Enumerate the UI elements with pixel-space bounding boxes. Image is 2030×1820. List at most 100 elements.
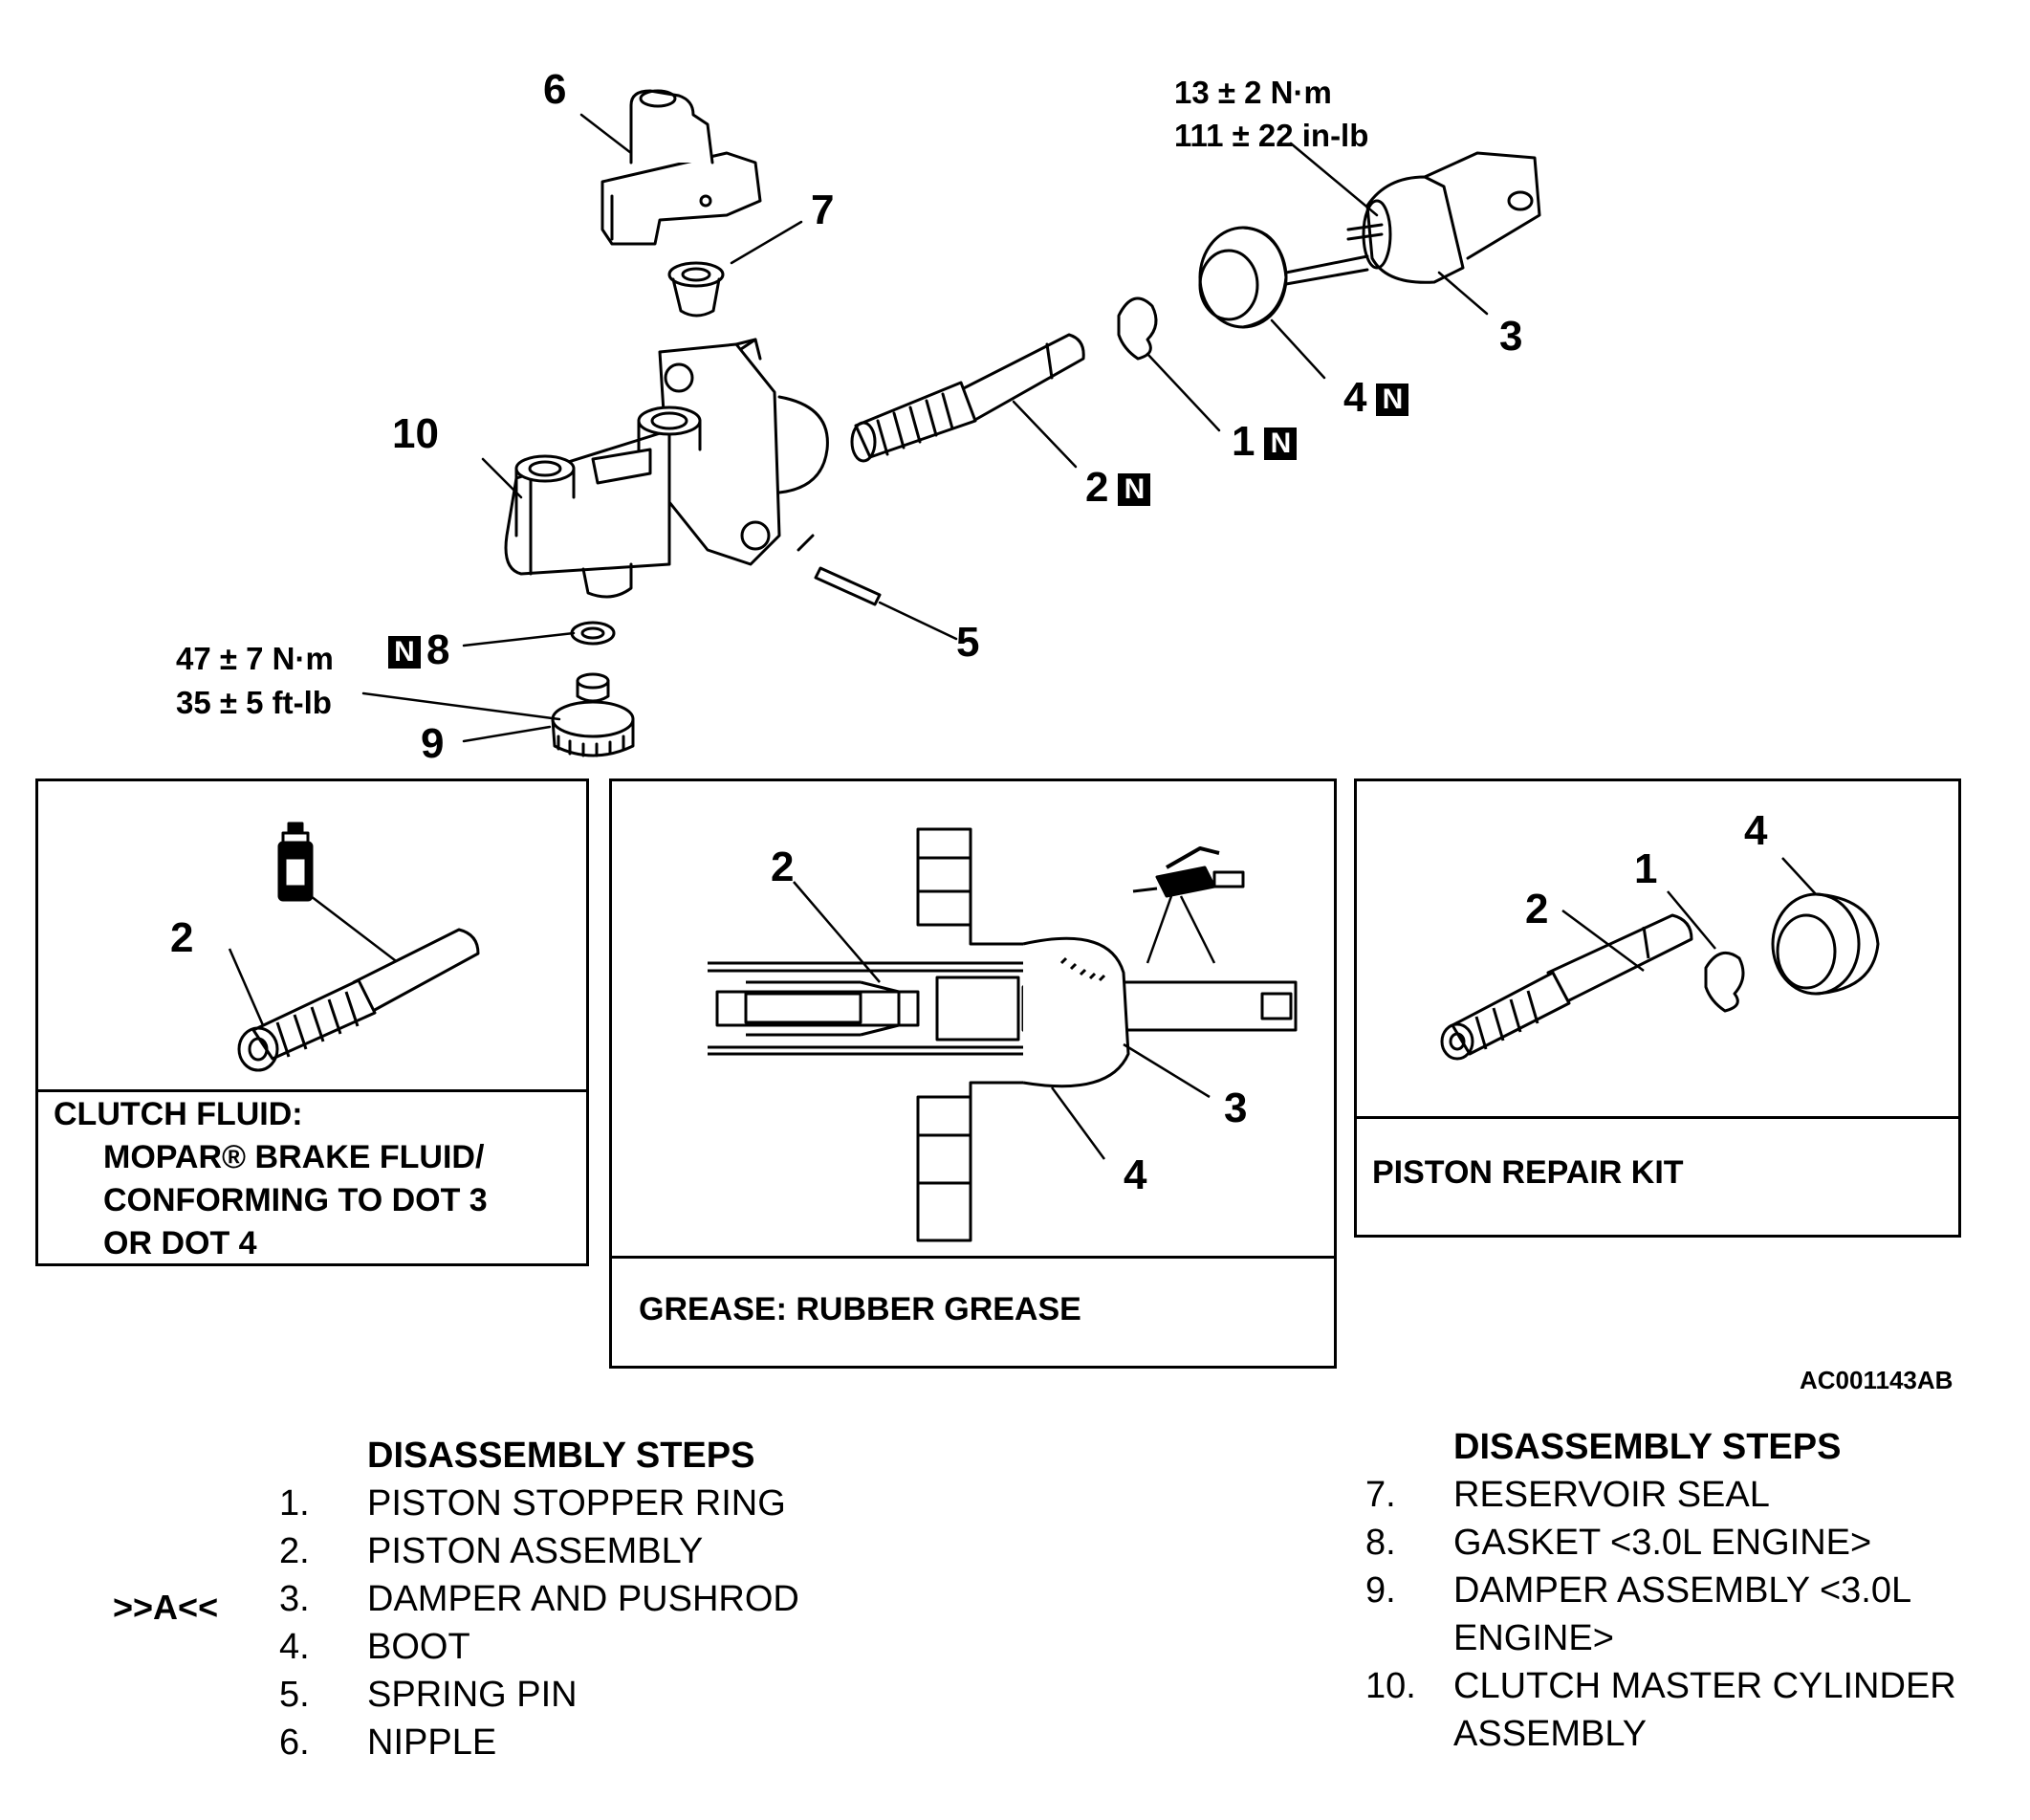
step-number: 7. [1365,1475,1396,1515]
new-part-mark: N [1264,428,1298,461]
callout-8: 8 [426,626,450,673]
kit-callout-2: 2 [1525,886,1549,932]
grease-caption: GREASE: RUBBER GREASE [639,1291,1081,1327]
grease-callout-3: 3 [1224,1085,1248,1131]
kit-panel-divider [1357,1116,1958,1119]
step-label: PISTON STOPPER RING [367,1483,786,1524]
kit-callout-1: 1 [1634,845,1658,892]
step-item: 8. GASKET <3.0L ENGINE> [1365,1519,1956,1567]
callout-1: 1 [1232,418,1255,465]
callout-3: 3 [1499,313,1523,360]
step-number: 9. [1365,1570,1396,1611]
step-label: NIPPLE [367,1722,497,1763]
piston-assembly-part [850,333,1085,463]
callout-6: 6 [543,66,567,113]
exploded-view-illustration [361,89,1541,757]
new-part-mark: N [1118,473,1151,507]
kit-boot-illustration [1771,892,1880,996]
step-label: PISTON ASSEMBLY [367,1531,704,1571]
callout-10: 10 [392,410,439,457]
damper-assembly-part [551,672,635,757]
callout-4: 4 [1343,374,1367,421]
step-item: 6. NIPPLE [279,1719,799,1766]
grease-panel: 2 3 4 GREASE: RUBBER GREASE [609,778,1337,1369]
fluid-caption-line: CLUTCH FLUID: [54,1096,303,1132]
kit-caption: PISTON REPAIR KIT [1372,1154,1684,1191]
fluid-bottle-icon [277,822,314,902]
step-item: 9. DAMPER ASSEMBLY <3.0L [1365,1567,1956,1614]
fluid-caption-line: OR DOT 4 [103,1225,257,1261]
step-label: RESERVOIR SEAL [1453,1475,1770,1515]
step-label: ASSEMBLY [1453,1714,1648,1754]
step-item: 5. SPRING PIN [279,1671,799,1719]
callout-9: 9 [421,720,445,767]
step-item: 10. CLUTCH MASTER CYLINDER [1365,1662,1956,1710]
step-number: 1. [279,1483,310,1524]
callout-2: 2 [1085,464,1109,511]
step-number: 3. [279,1579,310,1619]
callout-7: 7 [811,186,835,233]
figure-code: AC001143AB [1800,1366,1954,1394]
nipple-part [600,89,762,246]
step-label: SPRING PIN [367,1675,578,1715]
grease-callout-4: 4 [1124,1151,1147,1198]
step-number: 6. [279,1722,310,1763]
piston-stopper-ring-part [1117,296,1158,361]
kit-panel: 2 1 4 PISTON REPAIR KIT [1354,778,1961,1238]
new-part-mark: N [1376,384,1409,417]
steps-title: DISASSEMBLY STEPS [367,1436,755,1476]
step-label: CLUTCH MASTER CYLINDER [1453,1666,1956,1706]
steps-title: DISASSEMBLY STEPS [1453,1427,1842,1467]
torque-spec-bottom-metric: 47 ± 7 N·m [176,641,334,676]
torque-spec-top-metric: 13 ± 2 N·m [1174,75,1332,110]
step-label: ENGINE> [1453,1618,1614,1658]
fluid-callout-2: 2 [170,914,194,961]
damper-pushrod-part [1346,151,1541,284]
step-item-continued: ENGINE> [1365,1614,1956,1662]
grease-section-illustration [708,827,1298,1242]
disassembly-steps-right: DISASSEMBLY STEPS 7. RESERVOIR SEAL 8. GAS… [1365,1423,1956,1758]
torque-spec-top-imperial: 111 ± 22 in-lb [1174,118,1369,153]
fluid-panel: 2 CLUTCH FLUID: MOPAR® BRAKE FLUID/ CONF… [35,778,589,1266]
grease-callout-2: 2 [771,844,795,890]
step-item: 1. PISTON STOPPER RING [279,1480,799,1527]
kit-illustration [1440,857,1880,1061]
step-label: DAMPER AND PUSHROD [367,1579,799,1619]
step-number: 5. [279,1675,310,1715]
step-number: 4. [279,1627,310,1667]
new-part-mark: N [388,636,421,669]
step-item: 4.BOOT [279,1623,799,1671]
fluid-piston-illustration [237,928,480,1072]
torque-spec-bottom-imperial: 35 ± 5 ft-lb [176,685,332,720]
leader-lines [361,113,1489,743]
fluid-caption-line: MOPAR® BRAKE FLUID/ [103,1139,485,1175]
kit-stopper-ring-illustration [1704,951,1745,1013]
gasket-part [570,621,616,646]
step-item: 2. PISTON ASSEMBLY [279,1527,799,1575]
fluid-caption: CLUTCH FLUID: MOPAR® BRAKE FLUID/ CONFOR… [54,1093,488,1265]
step-number: 2. [279,1531,310,1571]
step-label: DAMPER ASSEMBLY <3.0L [1453,1570,1912,1611]
fluid-caption-line: CONFORMING TO DOT 3 [103,1182,488,1218]
kit-callout-4: 4 [1744,807,1768,854]
reservoir-seal-part [667,261,725,318]
kit-piston-illustration [1440,913,1693,1061]
step-number: 10. [1365,1666,1416,1706]
fluid-panel-divider [38,1089,586,1092]
master-cylinder-part [504,338,829,599]
boot-part [1198,226,1369,329]
step-label: GASKET <3.0L ENGINE> [1453,1523,1872,1563]
spring-pin-part [814,566,882,606]
service-point-marker: >>A<< [113,1588,219,1627]
grease-panel-divider [612,1256,1334,1259]
step-item: 7. RESERVOIR SEAL [1365,1471,1956,1519]
step-number: 8. [1365,1523,1396,1563]
callout-5: 5 [956,619,980,666]
step-item: 3. DAMPER AND PUSHROD [279,1575,799,1623]
step-item-continued: ASSEMBLY [1365,1710,1956,1758]
